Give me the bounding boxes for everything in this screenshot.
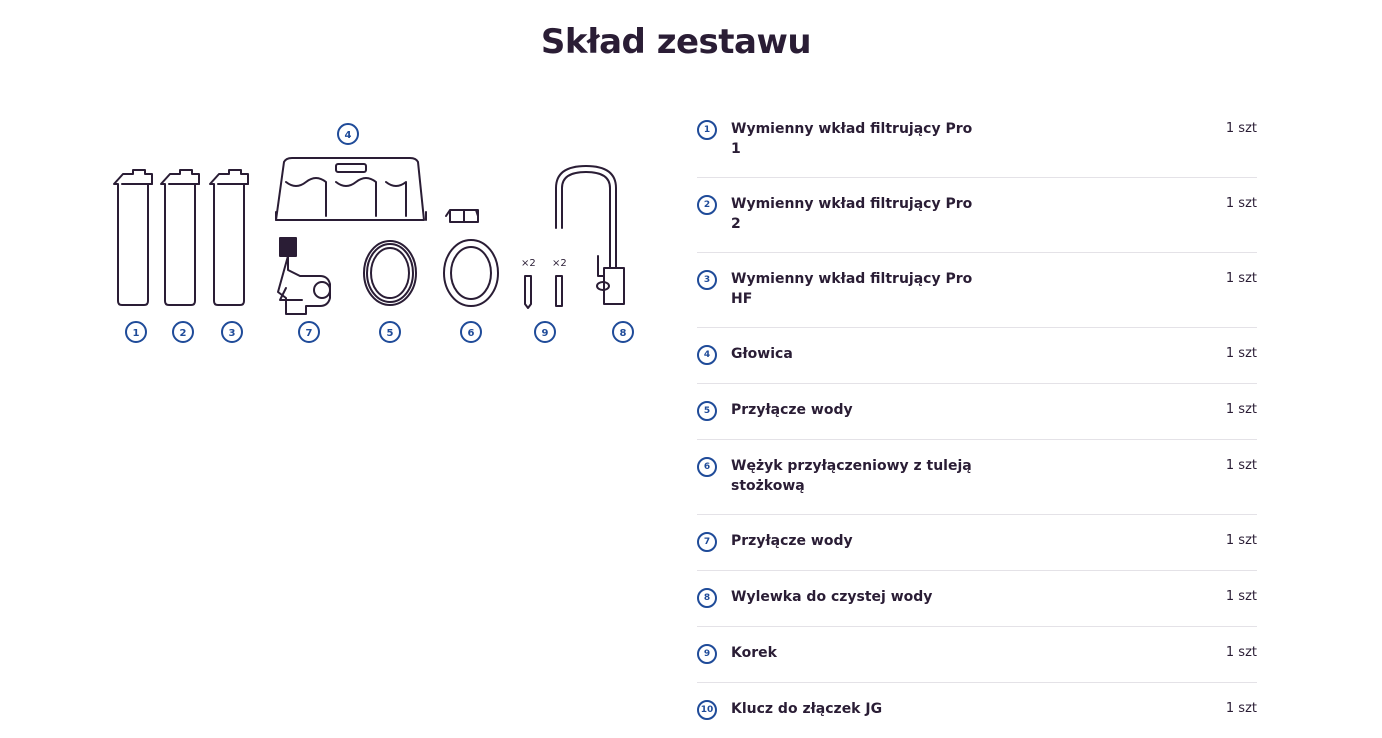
label-circle-2 [172, 321, 194, 343]
item-quantity: 1 szt [1225, 402, 1257, 417]
kit-illustration-svg: ×2 ×2 1 2 3 4 7 5 6 9 8 [113, 123, 634, 343]
item-number-badge: 8 [697, 588, 717, 608]
label-number: 8 [620, 328, 627, 339]
kit-illustration: ×2 ×2 1 2 3 4 7 5 6 9 8 [100, 118, 660, 358]
item-quantity: 1 szt [1225, 346, 1257, 361]
label-circle-1 [125, 321, 147, 343]
hose-icon [443, 209, 499, 307]
item-quantity: 1 szt [1225, 196, 1257, 211]
item-quantity: 1 szt [1225, 271, 1257, 286]
item-quantity: 1 szt [1225, 533, 1257, 548]
label-number: 5 [387, 328, 394, 339]
item-name: Głowica [731, 346, 793, 362]
item-name: Korek [731, 645, 777, 661]
list-item: 8 Wylewka do czystej wody 1 szt [697, 571, 1257, 627]
cartridge-1-icon [113, 169, 153, 306]
label-number: 7 [306, 328, 313, 339]
label-number: 4 [345, 130, 352, 141]
cartridge-3-icon [209, 169, 249, 306]
label-circle-7 [298, 321, 320, 343]
connector-ring-icon [363, 240, 417, 306]
item-name: Przyłącze wody [731, 402, 853, 418]
item-quantity: 1 szt [1225, 701, 1257, 716]
item-number-badge: 2 [697, 195, 717, 215]
filter-head-icon [275, 157, 427, 221]
list-item: 5 Przyłącze wody 1 szt [697, 384, 1257, 440]
list-item: 3 Wymienny wkład filtrujący Pro HF 1 szt [697, 253, 1257, 328]
label-number: 2 [180, 328, 187, 339]
item-name: Wężyk przyłączeniowy z tuleją stożkową [731, 458, 972, 494]
list-item: 4 Głowica 1 szt [697, 328, 1257, 384]
item-name: Klucz do złączek JG [731, 701, 883, 717]
item-number-badge: 4 [697, 345, 717, 365]
label-circle-8 [612, 321, 634, 343]
label-circle-5 [379, 321, 401, 343]
page-title: Skład zestawu [540, 22, 812, 62]
item-name: Wymienny wkład filtrujący Pro 2 [731, 196, 973, 232]
qty-mark: ×2 [552, 258, 567, 269]
item-number-badge: 10 [697, 700, 717, 720]
item-number-badge: 9 [697, 644, 717, 664]
item-number-badge: 7 [697, 532, 717, 552]
item-name: Przyłącze wody [731, 533, 853, 549]
label-number: 6 [468, 328, 475, 339]
list-item: 7 Przyłącze wody 1 szt [697, 515, 1257, 571]
item-name: Wymienny wkład filtrujący Pro 1 [731, 121, 973, 157]
label-circle-6 [460, 321, 482, 343]
list-item: 2 Wymienny wkład filtrujący Pro 2 1 szt [697, 178, 1257, 253]
item-quantity: 1 szt [1225, 121, 1257, 136]
cartridge-2-icon [160, 169, 200, 306]
plug-icon [524, 275, 563, 309]
water-valve-icon [277, 237, 331, 315]
item-number-badge: 3 [697, 270, 717, 290]
item-quantity: 1 szt [1225, 589, 1257, 604]
label-circle-3 [221, 321, 243, 343]
item-quantity: 1 szt [1225, 458, 1257, 473]
item-quantity: 1 szt [1225, 645, 1257, 660]
list-item: 6 Wężyk przyłączeniowy z tuleją stożkową… [697, 440, 1257, 515]
qty-mark: ×2 [521, 258, 536, 269]
kit-items-list: 1 Wymienny wkład filtrujący Pro 1 1 szt … [697, 103, 1257, 738]
list-item: 9 Korek 1 szt [697, 627, 1257, 683]
list-item: 10 Klucz do złączek JG 1 szt [697, 683, 1257, 738]
label-circle-4 [337, 123, 359, 145]
label-number: 3 [229, 328, 236, 339]
item-number-badge: 6 [697, 457, 717, 477]
label-circle-9 [534, 321, 556, 343]
item-number-badge: 1 [697, 120, 717, 140]
label-number: 1 [133, 328, 140, 339]
item-name: Wymienny wkład filtrujący Pro HF [731, 271, 973, 307]
list-item: 1 Wymienny wkład filtrujący Pro 1 1 szt [697, 103, 1257, 178]
faucet-icon [555, 165, 625, 305]
item-name: Wylewka do czystej wody [731, 589, 933, 605]
item-number-badge: 5 [697, 401, 717, 421]
label-number: 9 [542, 328, 549, 339]
